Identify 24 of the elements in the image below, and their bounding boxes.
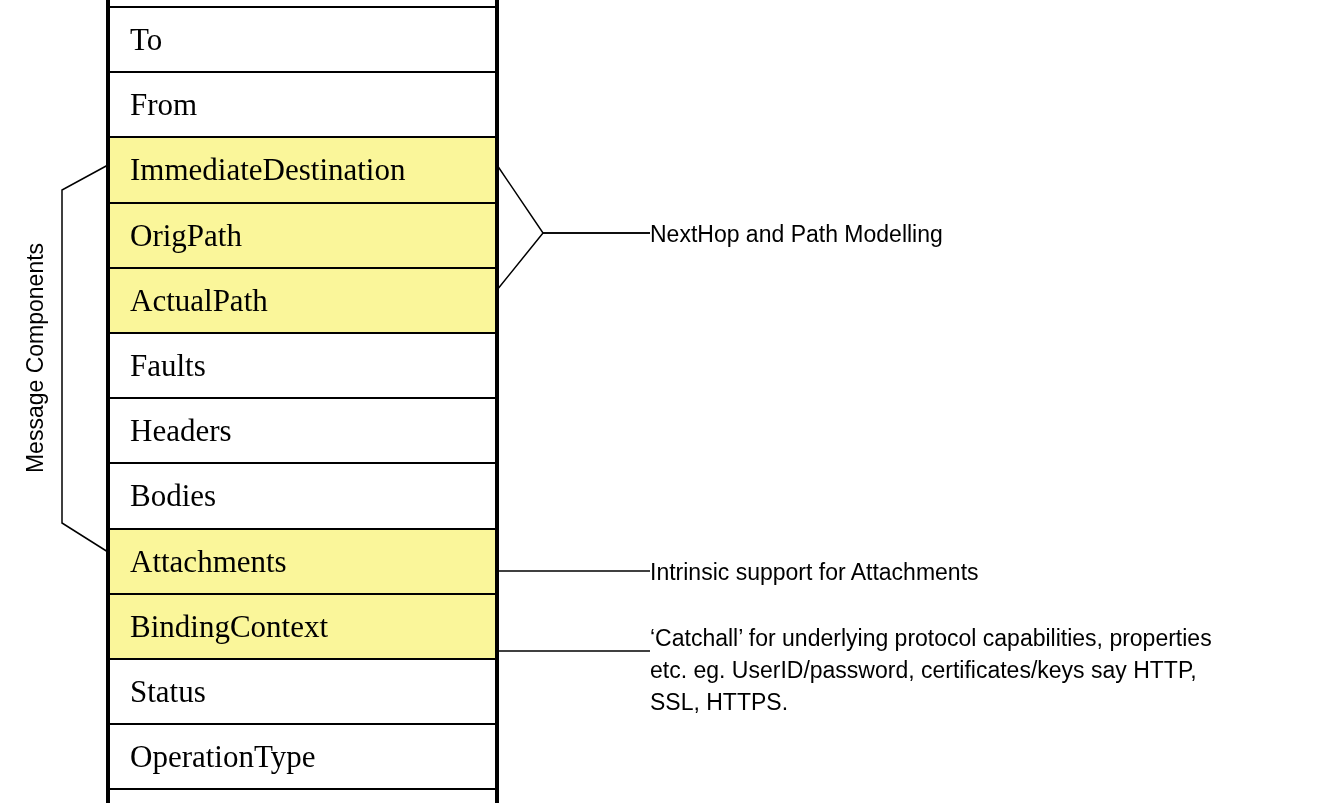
- leader-line: [496, 232, 651, 291]
- row-label: OrigPath: [130, 219, 242, 251]
- row-label: To: [130, 24, 163, 56]
- annotation-text: ‘Catchall’ for underlying protocol capabilities, properties etc. eg. UserID/password, certificates/keys say HTTP, SSL, HTTPS.: [650, 624, 1213, 717]
- table-row: [110, 138, 495, 204]
- table-row: [110, 268, 495, 334]
- leader-line: [496, 650, 651, 652]
- table-row: [110, 203, 495, 269]
- row-label: ActualPath: [130, 284, 268, 316]
- row-label: OperationType: [130, 741, 316, 773]
- row-label: Headers: [130, 415, 232, 447]
- row-label: BindingContext: [130, 610, 329, 642]
- row-label: Attachments: [130, 545, 287, 577]
- table-row: [110, 529, 495, 595]
- row-label: Bodies: [130, 480, 217, 512]
- row-label: Status: [130, 676, 206, 708]
- row-label: ImmediateDestination: [130, 154, 406, 186]
- table-row: [110, 594, 495, 660]
- leader-line: [496, 570, 651, 572]
- row-label: From: [130, 89, 198, 121]
- row-label: Faults: [130, 350, 206, 382]
- annotation-text: Intrinsic support for Attachments: [650, 558, 979, 587]
- side-label: Message Components: [23, 242, 47, 474]
- annotation-text: NextHop and Path Modelling: [650, 220, 943, 249]
